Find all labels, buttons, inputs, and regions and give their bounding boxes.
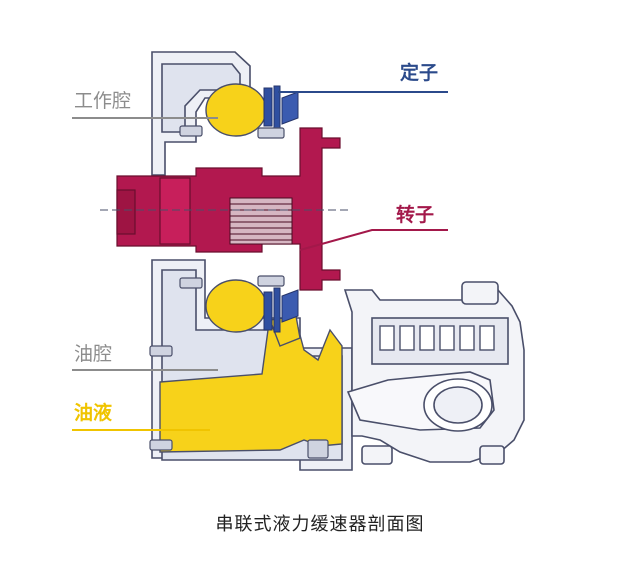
gear-teeth	[379, 325, 495, 351]
leader-lines	[72, 91, 448, 431]
oil-fill	[159, 315, 343, 453]
label-oil: 油液	[74, 402, 113, 424]
figure-caption: 串联式液力缓速器剖面图	[215, 514, 425, 535]
stator	[263, 85, 299, 333]
bolts	[149, 125, 329, 459]
gearbox-housing	[343, 281, 525, 465]
label-working-chamber: 工作腔	[74, 90, 132, 112]
label-stator: 定子	[400, 62, 439, 84]
label-rotor: 转子	[396, 204, 435, 226]
rotor-splines	[229, 197, 293, 245]
rotor-leader	[299, 229, 448, 251]
working-chamber	[205, 83, 267, 333]
label-oil-chamber: 油腔	[74, 343, 113, 365]
rotor	[116, 127, 341, 291]
